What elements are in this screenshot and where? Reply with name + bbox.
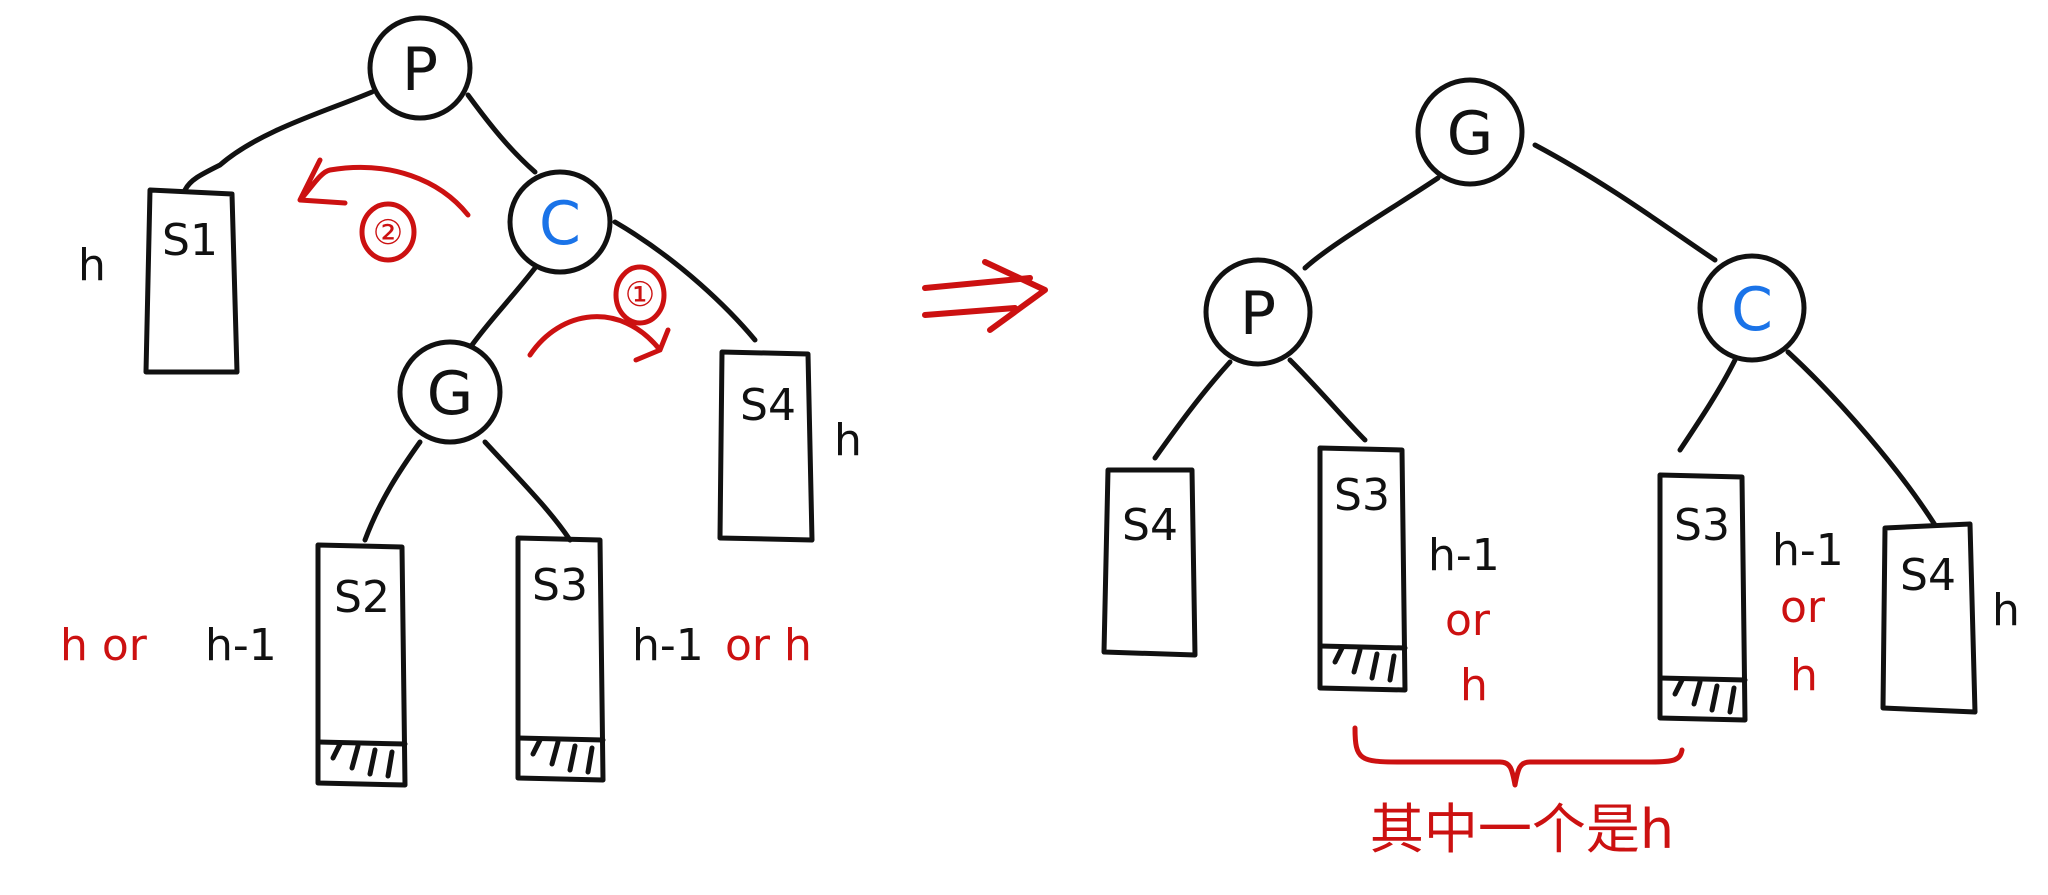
node-c-label: C: [539, 189, 581, 259]
edge-c-g: [469, 265, 538, 348]
node-p-right-label: P: [1240, 279, 1276, 349]
height-right-c-black: h-1: [1772, 525, 1844, 576]
subtree-box-right-d: [1880, 521, 1978, 715]
hatch-s2: [315, 739, 408, 779]
subtree-label-s3: S3: [532, 560, 588, 611]
node-p-right: [1203, 257, 1313, 367]
transform-arrow: [922, 259, 1048, 333]
height-right-c-or: or: [1780, 582, 1826, 633]
height-right-b-h: h: [1460, 660, 1488, 711]
brace: [1352, 725, 1685, 788]
node-c-right: [1697, 253, 1807, 363]
edge-c-s3: [1677, 357, 1738, 453]
edge-g-c: [1532, 142, 1718, 263]
height-right-d: h: [1992, 585, 2020, 636]
hatch-s3: [515, 735, 606, 775]
subtree-label-right-a: S4: [1122, 500, 1178, 551]
node-g-label: G: [427, 359, 474, 429]
brace-note: 其中一个是h: [1370, 798, 1674, 861]
height-s1: h: [78, 240, 106, 291]
edge-p-s3: [1287, 357, 1368, 443]
edge-p-c: [465, 92, 538, 175]
subtree-box-right-b: [1317, 445, 1408, 693]
subtree-label-right-b: S3: [1334, 470, 1390, 521]
edge-g-s2: [362, 439, 423, 543]
height-s3-black: h-1: [632, 620, 704, 671]
height-s2-black: h-1: [205, 620, 277, 671]
subtree-box-s1: [143, 187, 240, 375]
node-p-label: P: [402, 35, 438, 105]
edge-c-s4-right: [1785, 349, 1938, 528]
subtree-label-right-c: S3: [1674, 500, 1730, 551]
step-1-circle: [613, 264, 667, 326]
edge-g-p: [1302, 175, 1441, 271]
subtree-box-right-a: [1101, 467, 1198, 658]
node-c: [507, 169, 613, 275]
subtree-label-s1: S1: [162, 215, 218, 266]
step-2-circle: [359, 201, 417, 263]
height-right-b-or: or: [1445, 595, 1491, 646]
rotation-arrow-2: [297, 157, 471, 218]
right-tree: [1101, 77, 1978, 723]
step-2-label: ②: [373, 213, 403, 253]
edge-c-s4: [612, 219, 758, 343]
subtree-box-right-c: [1657, 472, 1748, 723]
node-g: [397, 339, 503, 445]
subtree-label-s2: S2: [334, 572, 390, 623]
rotation-arrows: [297, 157, 671, 363]
subtree-box-s3: [515, 535, 606, 783]
height-right-b-black: h-1: [1428, 530, 1500, 581]
rotation-arrow-1: [527, 314, 671, 363]
height-s4: h: [834, 415, 862, 466]
height-right-c-h: h: [1790, 650, 1818, 701]
node-g-right: [1415, 77, 1525, 187]
left-tree: [143, 15, 815, 788]
height-s3-red: or h: [725, 620, 812, 671]
node-g-right-label: G: [1447, 99, 1494, 169]
edge-p-s1: [182, 89, 375, 193]
node-c-right-label: C: [1731, 275, 1773, 345]
subtree-label-s4: S4: [740, 380, 796, 431]
height-s2-red: h or: [60, 620, 148, 671]
subtree-box-s4: [717, 349, 815, 543]
subtree-box-s2: [315, 542, 408, 788]
node-p: [367, 15, 473, 121]
hatch-right-b: [1317, 643, 1408, 683]
edge-p-s4: [1152, 359, 1233, 461]
subtree-label-right-d: S4: [1900, 550, 1956, 601]
step-1-label: ①: [625, 275, 655, 315]
hatch-right-c: [1657, 675, 1748, 715]
edge-g-s3: [482, 439, 573, 543]
